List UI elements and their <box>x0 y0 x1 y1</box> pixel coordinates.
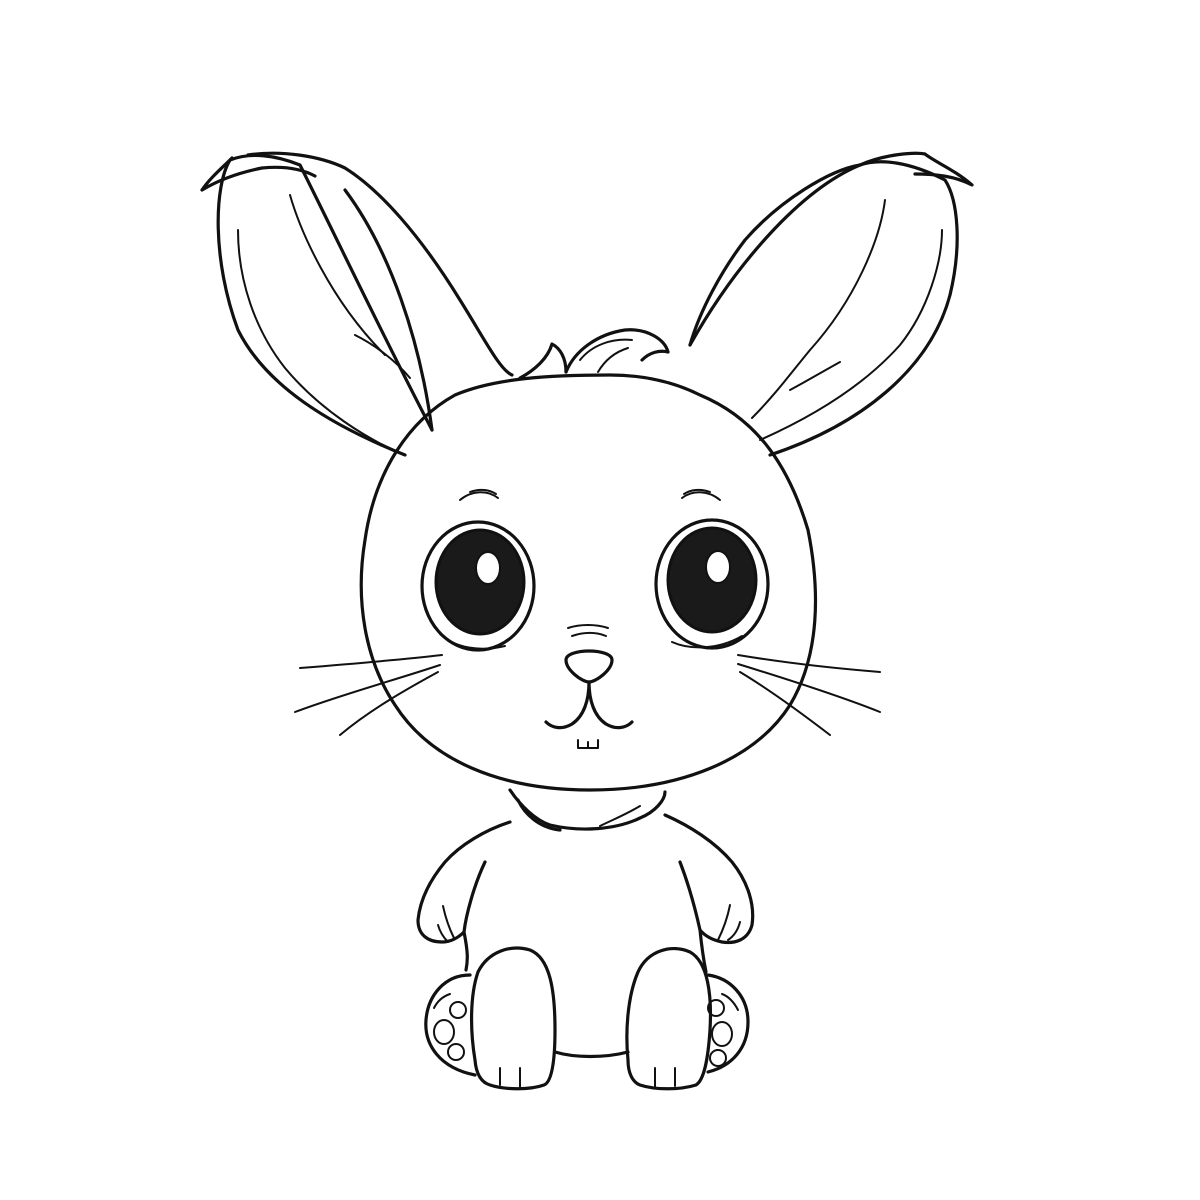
right-whiskers <box>737 654 881 736</box>
right-eye <box>654 518 770 650</box>
body <box>416 813 755 974</box>
belly-base <box>553 1050 630 1059</box>
right-brow <box>681 488 721 501</box>
left-whiskers <box>294 654 443 736</box>
scarf <box>508 788 667 832</box>
mouth <box>544 680 634 749</box>
right-foot <box>706 973 750 1074</box>
left-foot <box>424 973 477 1077</box>
left-brow <box>459 488 499 501</box>
left-eye <box>420 520 536 652</box>
right-ear <box>688 151 974 457</box>
nose <box>564 624 614 684</box>
head <box>359 328 818 792</box>
left-ear <box>200 151 514 457</box>
left-leg <box>469 946 557 1091</box>
right-leg <box>625 947 713 1091</box>
